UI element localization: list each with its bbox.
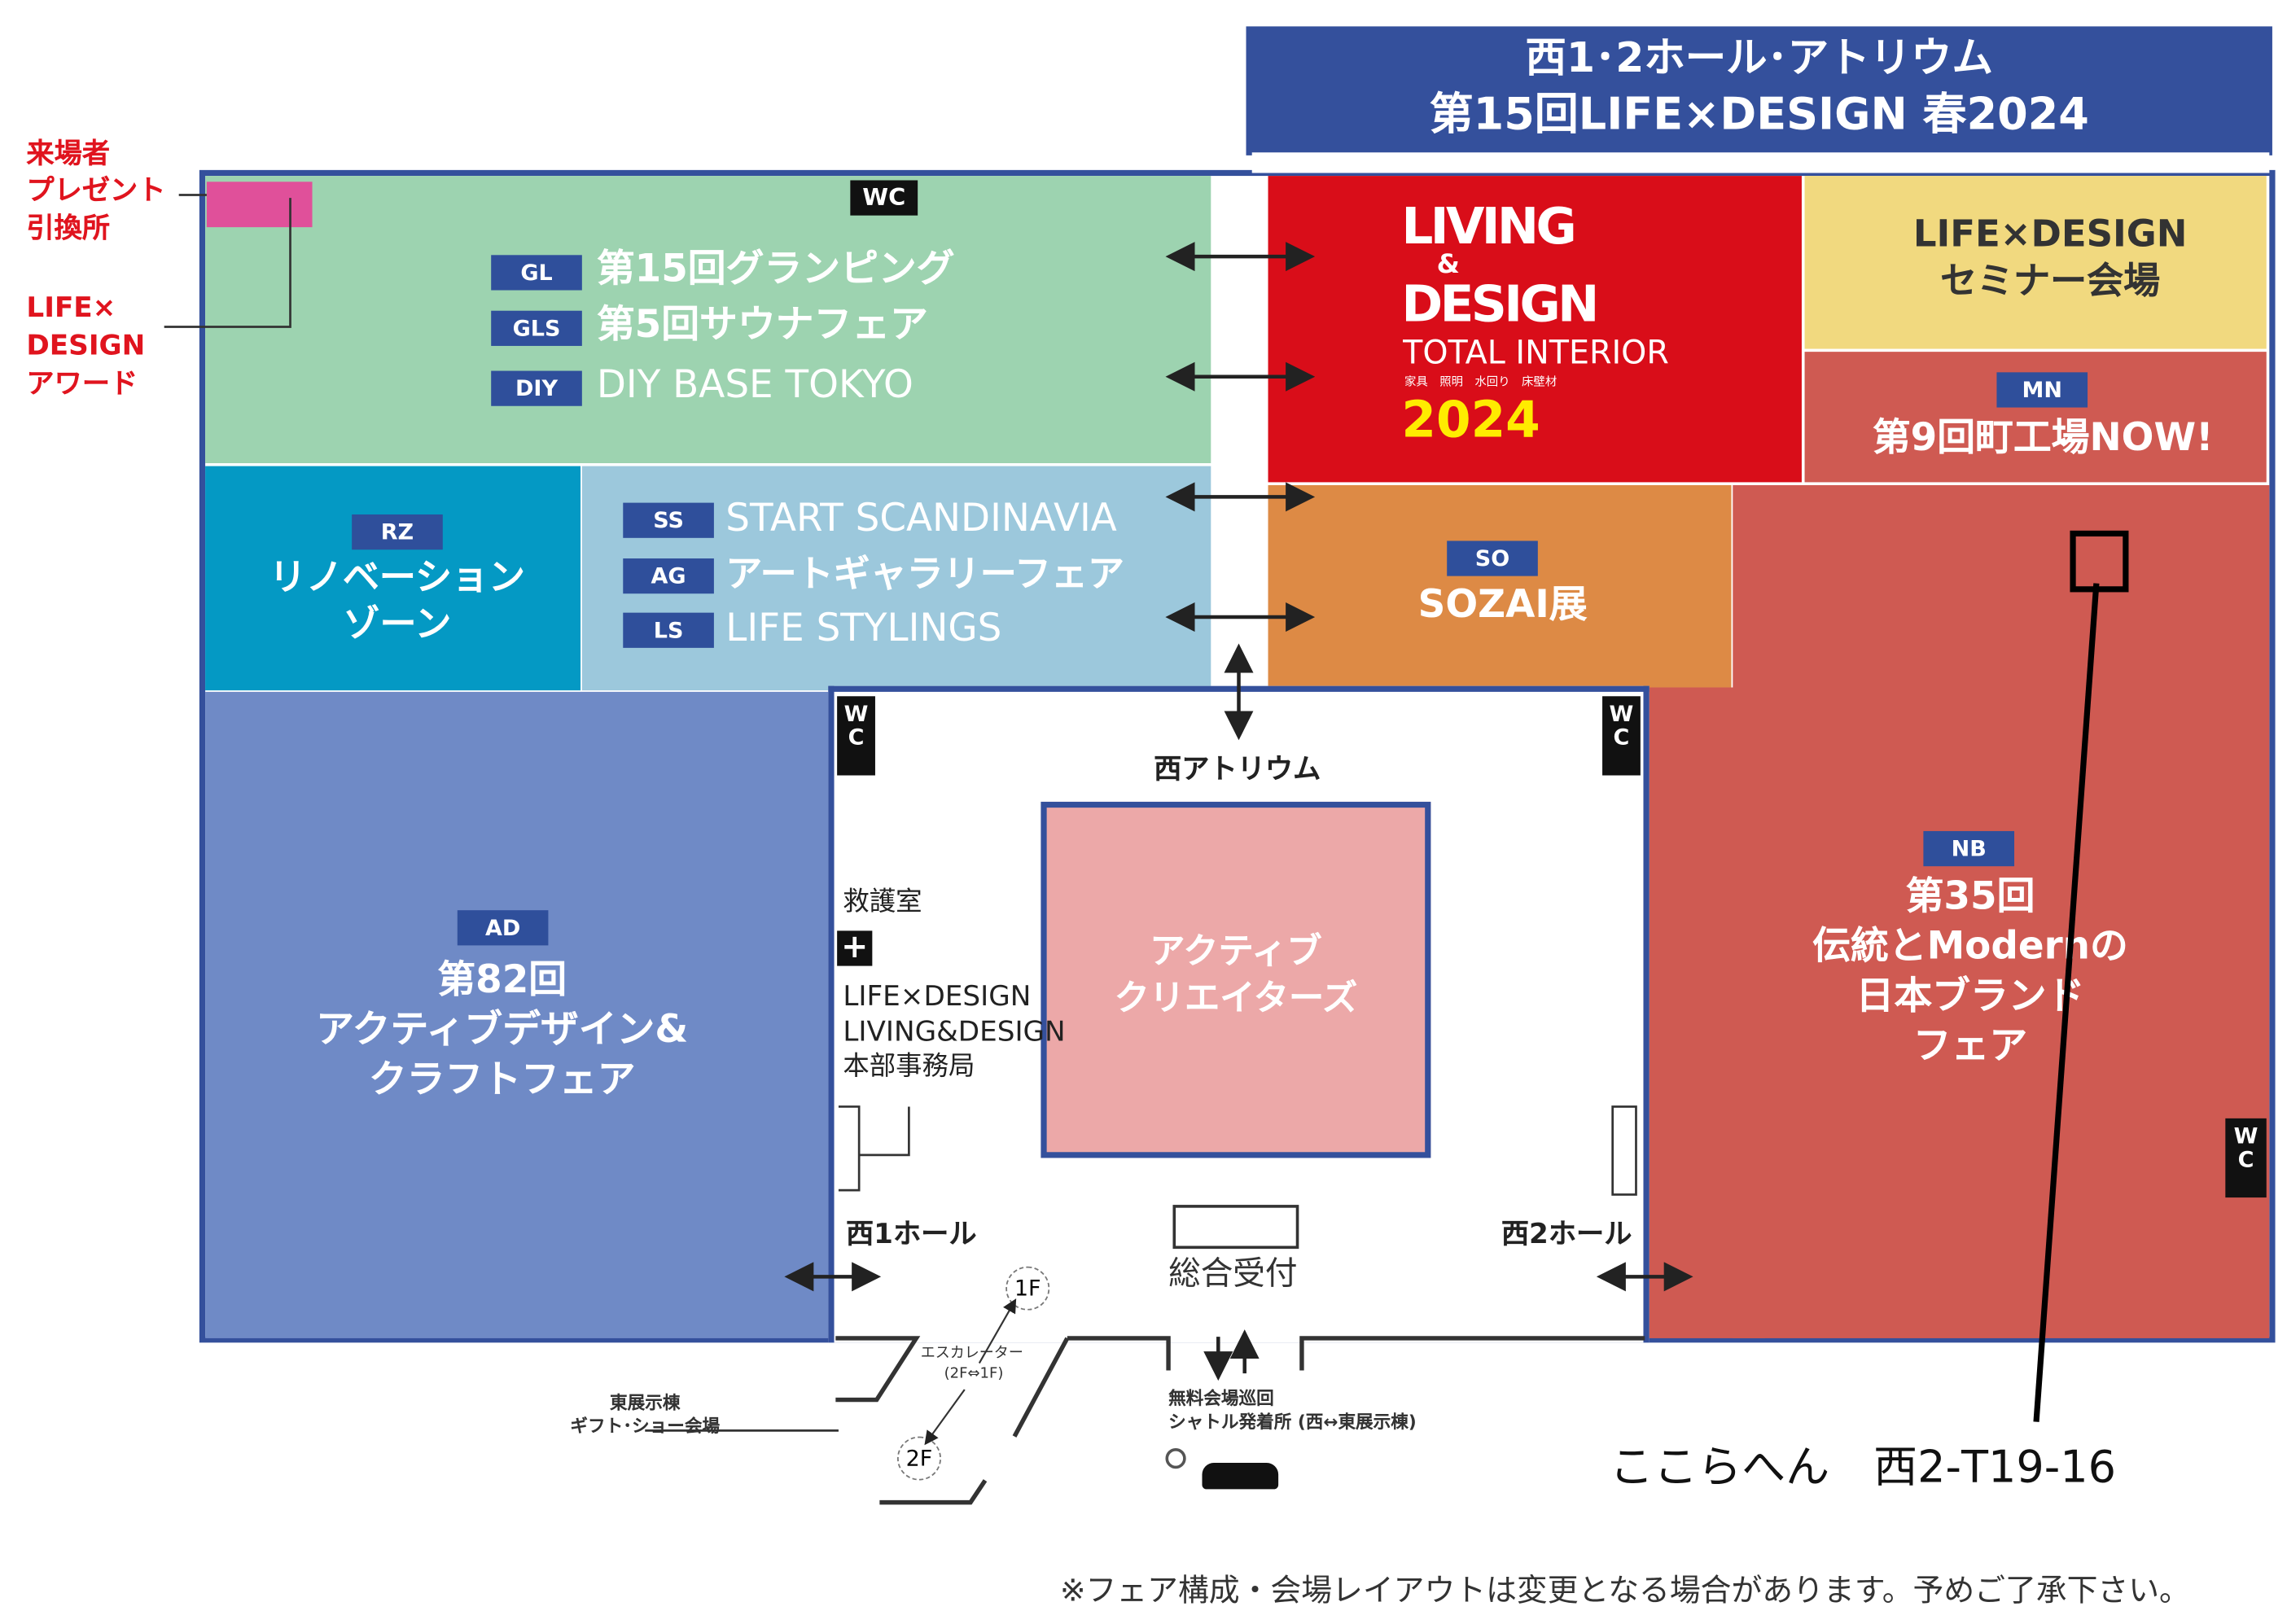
zone-rz [205,466,581,691]
footnote: ※フェア構成・会場レイアウトは変更となる場合があります。予めご了承下さい。 [1059,1573,2190,1609]
escalator-label-2: (2F⇔1F) [944,1366,1004,1382]
zone-seminar [1804,176,2267,349]
zone-ss: START SCANDINAVIA [725,497,1117,541]
leader-line [164,198,291,328]
seminar-name-2: セミナー会場 [1940,259,2161,302]
award-label-1: LIFE× [26,291,116,324]
escalator-arrow [924,1389,966,1446]
ad-name-1: 第82回 [437,958,567,1003]
award-label-3: アワード [26,367,138,401]
wall [879,1479,988,1505]
zone-mn-name: 第9回町工場NOW! [1872,416,2214,461]
wall [1012,1337,1070,1438]
hall1-label: 西1ホール [845,1218,977,1250]
east-hall-label-2: ギフト･ショー会場 [570,1416,721,1437]
location-annotation: ここらへん 西2-T19-16 [1610,1442,2117,1494]
header-banner [1246,26,2272,155]
zone-ls: LIFE STYLINGS [725,606,1002,651]
zone-active-creators [1041,801,1431,1158]
present-label-2: プレゼント [26,174,166,207]
active-name-2: クリエイターズ [1114,978,1358,1019]
zone-nb [1733,484,2270,1338]
taxi-icon [1202,1462,1279,1490]
reception-label: 総合受付 [1168,1256,1298,1294]
zone-ag: アートギャラリーフェア [725,552,1125,596]
wc-atrium-right: W C [1602,696,1641,776]
seminar-name-1: LIFE×DESIGN [1912,212,2188,256]
reception-desk [1172,1205,1299,1250]
header-title-1: 西1･2ホール･アトリウム [1525,33,1993,82]
zone-so-name: SOZAI展 [1417,583,1588,628]
ad-name-2: アクティブデザイン& [316,1008,689,1053]
ld-amp: & [1436,249,1460,280]
ld-categories: 家具 照明 水回り 床壁材 [1404,374,1558,389]
header-gap [1251,152,2270,173]
award-label-2: DESIGN [26,330,146,362]
zone-diy: DIY BASE TOKYO [596,363,913,408]
wall [835,1336,921,1403]
zone-green [205,176,1211,463]
tag-ss: SS [623,502,714,538]
nb-name-2: 伝統とModernの [1812,925,2128,970]
zone-gl: 第15回グランピング [596,247,955,292]
ld-total-interior: TOTAL INTERIOR [1403,335,1669,373]
tag-ls: LS [623,612,714,648]
tag-mn: MN [1996,372,2088,408]
office-outline [838,1105,861,1192]
ld-living: LIVING [1401,198,1576,257]
present-counter [206,182,313,228]
office-line-3: 本部事務局 [843,1051,975,1082]
first-aid-label: 救護室 [843,886,922,918]
present-label-3: 引換所 [26,212,111,245]
nb-name-1: 第35回 [1905,874,2035,919]
escalator-label-1: エスカレーター [920,1345,1023,1362]
present-label-1: 来場者 [26,138,111,170]
nb-name-3: 日本ブランド [1855,974,2085,1019]
tag-gl: GL [491,255,582,291]
tag-rz: RZ [352,514,443,550]
floor-1f: 1F [1005,1266,1050,1311]
zone-rz-name-2: ゾーン [343,602,452,646]
wc-atrium-left: W C [837,696,875,776]
tag-ad: AD [457,910,549,946]
ld-year: 2024 [1401,391,1540,450]
ad-name-3: クラフトフェア [368,1058,636,1103]
header-title-2: 第15回LIFE×DESIGN 春2024 [1429,89,2089,141]
first-aid-icon: + [837,930,873,966]
zone-gls: 第5回サウナフェア [596,303,928,348]
location-pointer [2033,583,2100,1422]
tag-gls: GLS [491,310,582,346]
zone-so [1268,484,1732,688]
ld-design: DESIGN [1401,275,1599,335]
location-marker [2070,530,2129,593]
wc-label: WC [850,180,918,216]
east-hall-label-1: 東展示棟 [610,1392,681,1413]
office-outline [859,1106,910,1157]
office-line-1: LIFE×DESIGN [843,980,1032,1013]
room-outline [1611,1105,1637,1196]
hall2-label: 西2ホール [1501,1218,1632,1250]
floor-2f: 2F [896,1436,941,1481]
shuttle-label-2: シャトル発着所 (西↔東展示棟) [1168,1411,1417,1433]
wall [1067,1336,1171,1371]
escalator-arrow [978,1298,1017,1364]
tag-diy: DIY [491,370,582,406]
tag-ag: AG [623,558,714,594]
zone-ad [205,691,833,1338]
active-name-1: アクティブ [1150,930,1322,972]
atrium-title: 西アトリウム [1154,753,1321,786]
zone-nb-lower [1647,687,1765,1338]
wc-nb: W C [2225,1118,2267,1198]
office-line-2: LIVING&DESIGN [843,1015,1066,1048]
bus-stop-icon [1165,1447,1186,1469]
nb-name-4: フェア [1912,1024,2028,1069]
tag-nb: NB [1923,830,2015,867]
tag-so: SO [1447,541,1538,576]
shuttle-label-1: 無料会場巡回 [1168,1388,1274,1409]
zone-rz-name-1: リノベーション [269,555,526,598]
zone-living-design [1268,176,1802,483]
wall [1299,1336,1645,1371]
